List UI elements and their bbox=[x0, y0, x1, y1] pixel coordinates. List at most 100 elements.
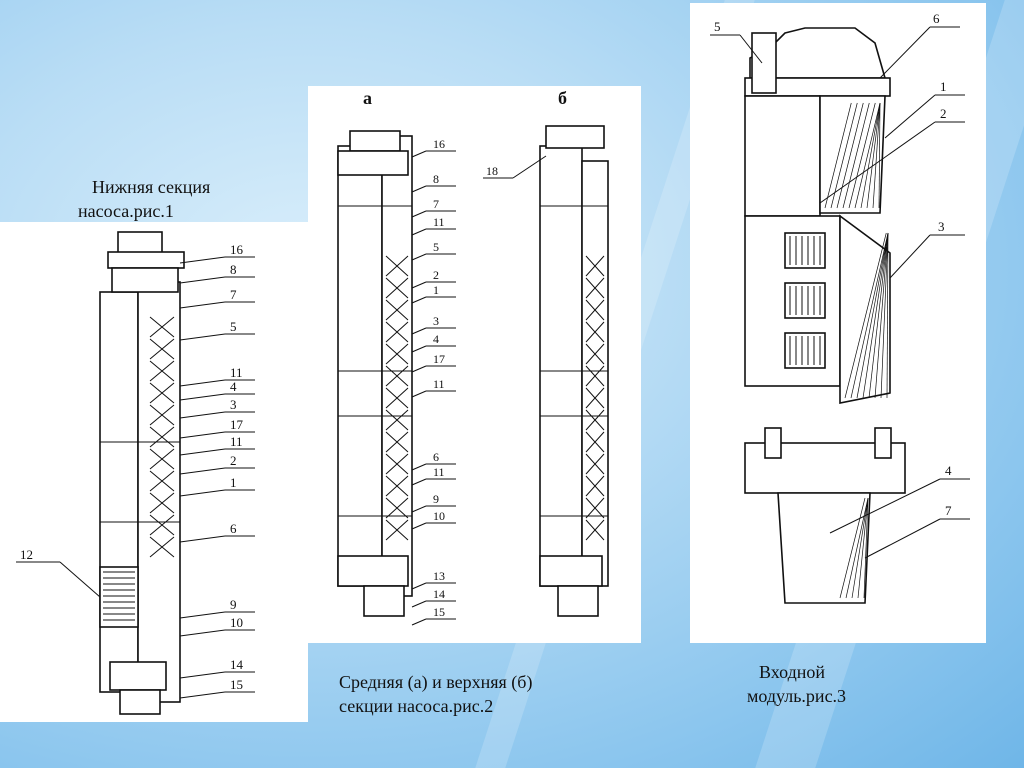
leader-line bbox=[411, 390, 427, 398]
callout-number: 8 bbox=[433, 172, 439, 186]
impeller-stage bbox=[161, 448, 175, 470]
leader-line bbox=[179, 411, 226, 419]
impeller-stage bbox=[161, 492, 175, 514]
impeller-stage bbox=[594, 277, 605, 299]
callout-number: 9 bbox=[230, 597, 237, 612]
section-hatch bbox=[866, 102, 881, 209]
callout-number: 15 bbox=[230, 677, 243, 692]
leader-line bbox=[59, 561, 101, 598]
figure-3-caption-line-1: Входной bbox=[759, 662, 825, 682]
leader-line bbox=[884, 94, 936, 139]
impeller-stage bbox=[396, 299, 409, 321]
callout-number: 3 bbox=[433, 314, 439, 328]
callout-number: 16 bbox=[230, 242, 244, 257]
leader-line bbox=[179, 629, 226, 637]
section-hatch bbox=[839, 497, 866, 599]
callout-number: 5 bbox=[433, 240, 439, 254]
impeller-stage bbox=[594, 387, 605, 409]
leader-line bbox=[411, 296, 427, 304]
section-hatch bbox=[850, 232, 889, 399]
section-hatch bbox=[860, 102, 881, 209]
callout-number: 1 bbox=[230, 475, 237, 490]
leader-line bbox=[179, 379, 226, 387]
impeller-stage bbox=[396, 387, 409, 409]
callout-number: 11 bbox=[433, 465, 445, 479]
leader-line bbox=[739, 34, 763, 64]
impeller-stage bbox=[161, 338, 175, 360]
leader-line bbox=[179, 489, 226, 497]
leader-line bbox=[829, 478, 941, 534]
section-hatch bbox=[848, 102, 876, 209]
section-hatch bbox=[872, 102, 881, 209]
figure-3-caption-line-2: модуль.рис.3 bbox=[747, 686, 847, 706]
impeller-stage bbox=[161, 382, 175, 404]
section-hatch bbox=[868, 232, 889, 399]
callout-number: 7 bbox=[433, 197, 439, 211]
impeller-stage bbox=[594, 497, 605, 519]
leader-line bbox=[819, 121, 936, 204]
section-hatch bbox=[854, 102, 881, 209]
section-hatch bbox=[874, 232, 889, 399]
callout-number: 10 bbox=[230, 615, 243, 630]
impeller-stage bbox=[396, 431, 409, 453]
leader-line bbox=[179, 671, 226, 679]
callout-number: 10 bbox=[433, 509, 445, 523]
callout-number: 2 bbox=[230, 453, 237, 468]
leader-line bbox=[864, 518, 941, 559]
impeller-stage bbox=[161, 360, 175, 382]
section-hatch bbox=[824, 102, 852, 209]
callout-number: 13 bbox=[433, 569, 445, 583]
impeller-stage bbox=[594, 519, 605, 541]
callout-number: 1 bbox=[940, 79, 947, 94]
leader-line bbox=[411, 600, 427, 608]
callout-number: 2 bbox=[940, 106, 947, 121]
leader-line bbox=[411, 522, 427, 530]
impeller-stage bbox=[594, 321, 605, 343]
header-a: а bbox=[363, 88, 372, 108]
leader-line bbox=[179, 431, 226, 439]
callout-number: 6 bbox=[933, 11, 940, 26]
section-hatch bbox=[842, 102, 870, 209]
impeller-stage bbox=[594, 299, 605, 321]
leader-line bbox=[512, 155, 547, 179]
leader-line bbox=[411, 281, 427, 289]
figure-1-caption-line-1: Нижняя секция bbox=[92, 177, 211, 197]
impeller-stage bbox=[396, 277, 409, 299]
leader-line bbox=[179, 276, 226, 284]
leader-line bbox=[411, 228, 427, 236]
figure-2-caption-line-2: секции насоса.рис.2 bbox=[339, 696, 494, 716]
section-hatch bbox=[851, 497, 869, 599]
intake-window bbox=[784, 282, 826, 319]
intake-window bbox=[784, 232, 826, 269]
figure-3-caption: Входной модуль.рис.3 bbox=[747, 660, 967, 708]
leader-line bbox=[179, 535, 226, 543]
callout-number: 14 bbox=[433, 587, 445, 601]
impeller-stage bbox=[396, 409, 409, 431]
impeller-stage bbox=[396, 343, 409, 365]
impeller-stage bbox=[396, 497, 409, 519]
impeller-stage bbox=[594, 343, 605, 365]
header-b: б bbox=[558, 88, 567, 108]
impeller-stage bbox=[594, 475, 605, 497]
leader-line bbox=[179, 467, 226, 475]
leader-line bbox=[411, 150, 427, 158]
impeller-stage bbox=[594, 431, 605, 453]
callout-number: 17 bbox=[433, 352, 445, 366]
callout-number: 18 bbox=[486, 164, 498, 178]
leader-line bbox=[889, 234, 931, 279]
callout-number: 11 bbox=[433, 215, 445, 229]
section-hatch bbox=[880, 232, 889, 399]
figure-2-caption: Средняя (а) и верхняя (б) секции насоса.… bbox=[339, 670, 639, 718]
callout-number: 15 bbox=[433, 605, 445, 619]
impeller-stage bbox=[594, 365, 605, 387]
figure-2-caption-line-1: Средняя (а) и верхняя (б) bbox=[339, 672, 533, 692]
leader-line bbox=[411, 505, 427, 513]
figure-1-caption: Нижняя секция насоса.рис.1 bbox=[78, 175, 292, 223]
impeller-stage bbox=[396, 453, 409, 475]
callout-number: 7 bbox=[230, 287, 237, 302]
leader-line bbox=[411, 618, 427, 626]
leader-line bbox=[411, 478, 427, 486]
